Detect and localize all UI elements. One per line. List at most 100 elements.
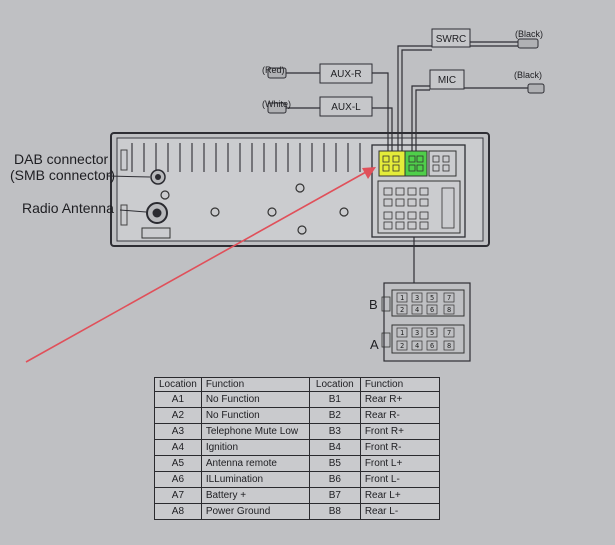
cell-function: Power Ground — [200, 503, 310, 520]
table-row: A3 Telephone Mute Low B3 Front R+ — [154, 423, 440, 440]
pin-a7: 7 — [447, 329, 451, 337]
cell-location: B3 — [308, 423, 361, 440]
cell-function: Battery + — [200, 487, 310, 504]
connector-a-label: A — [370, 337, 379, 352]
table-header-row: Location Function Location Function — [154, 377, 440, 392]
radio-antenna-label: Radio Antenna — [22, 200, 114, 216]
wires — [285, 41, 530, 283]
cell-function: No Function — [200, 391, 310, 408]
cell-location: A4 — [154, 439, 202, 456]
cell-location: B5 — [308, 455, 361, 472]
iso-connector-detail: 1 3 5 7 2 4 6 8 1 3 5 7 2 4 6 8 — [381, 282, 471, 362]
mic-label-box: MIC — [429, 69, 465, 90]
pin-function-table: Location Function Location Function A1 N… — [154, 377, 440, 520]
cell-function: Ignition — [200, 439, 310, 456]
swrc-label: SWRC — [436, 34, 467, 45]
table-row: A7 Battery + B7 Rear L+ — [154, 487, 440, 504]
cell-location: B7 — [308, 487, 361, 504]
table-row: A2 No Function B2 Rear R- — [154, 407, 440, 424]
pin-a1: 1 — [400, 329, 404, 337]
swrc-label-box: SWRC — [431, 28, 471, 48]
pin-b1: 1 — [400, 294, 404, 302]
cell-location: B1 — [308, 391, 361, 408]
table-row: A5 Antenna remote B5 Front L+ — [154, 455, 440, 472]
side-slot — [120, 149, 128, 171]
wire-plug-ends — [267, 38, 545, 114]
table-row: A4 Ignition B4 Front R- — [154, 439, 440, 456]
cell-location: B6 — [308, 471, 361, 488]
aux-r-label-box: AUX-R — [319, 63, 373, 84]
cell-function: Telephone Mute Low — [200, 423, 310, 440]
screw-hole — [295, 183, 305, 193]
cell-function: Front R- — [359, 439, 440, 456]
pin-b4: 4 — [415, 306, 419, 314]
white-wire-label: (White) — [262, 99, 291, 109]
cell-location: A1 — [154, 391, 202, 408]
table-row: A1 No Function B1 Rear R+ — [154, 391, 440, 408]
pin-b2: 2 — [400, 306, 404, 314]
cell-location: A5 — [154, 455, 202, 472]
table-row: A8 Power Ground B8 Rear L- — [154, 503, 440, 520]
cell-function: ILLumination — [200, 471, 310, 488]
cell-location: B4 — [308, 439, 361, 456]
cell-function: No Function — [200, 407, 310, 424]
cell-location: A7 — [154, 487, 202, 504]
smb-connector-label: (SMB connector) — [10, 167, 115, 183]
cell-location: A3 — [154, 423, 202, 440]
pin-b8: 8 — [447, 306, 451, 314]
red-wire-label: (Red) — [262, 65, 285, 75]
pin-b3: 3 — [415, 294, 419, 302]
header-function-b: Function — [359, 377, 440, 392]
cell-location: A2 — [154, 407, 202, 424]
cell-location: A8 — [154, 503, 202, 520]
header-location-a: Location — [154, 377, 202, 392]
screw-hole — [210, 207, 220, 217]
screw-hole — [297, 225, 307, 235]
header-location-b: Location — [308, 377, 361, 392]
header-function-a: Function — [200, 377, 310, 392]
table-row: A6 ILLumination B6 Front L- — [154, 471, 440, 488]
pin-a2: 2 — [400, 342, 404, 350]
pin-a8: 8 — [447, 342, 451, 350]
pin-a6: 6 — [430, 342, 434, 350]
pin-b7: 7 — [447, 294, 451, 302]
aux-r-label: AUX-R — [330, 69, 361, 80]
antenna-leader-line — [119, 209, 147, 213]
screw-hole — [160, 190, 170, 200]
pin-b6: 6 — [430, 306, 434, 314]
aux-l-label-box: AUX-L — [319, 96, 373, 117]
swrc-mic-connector-highlight — [404, 150, 428, 177]
connector-b-label: B — [369, 297, 378, 312]
mount-bracket — [141, 227, 171, 239]
cell-location: A6 — [154, 471, 202, 488]
aux-l-label: AUX-L — [331, 102, 361, 113]
pin-a4: 4 — [415, 342, 419, 350]
side-slot — [120, 204, 128, 226]
cell-function: Front L+ — [359, 455, 440, 472]
cell-location: B8 — [308, 503, 361, 520]
pin-a3: 3 — [415, 329, 419, 337]
aux-connector-highlight — [378, 150, 406, 177]
cell-location: B2 — [308, 407, 361, 424]
cell-function: Antenna remote — [200, 455, 310, 472]
screw-hole — [267, 207, 277, 217]
mic-label: MIC — [438, 75, 456, 86]
dab-leader-line — [107, 175, 151, 178]
cell-function: Front L- — [359, 471, 440, 488]
cell-function: Rear R- — [359, 407, 440, 424]
heatsink-fins — [131, 143, 361, 172]
screw-hole — [339, 207, 349, 217]
cell-function: Rear L- — [359, 503, 440, 520]
dab-connector-label: DAB connector — [14, 151, 108, 167]
connector-block — [371, 144, 466, 238]
annotation-arrow — [25, 167, 376, 363]
radio-antenna-socket — [146, 202, 168, 224]
cell-function: Rear R+ — [359, 391, 440, 408]
dab-connector — [150, 169, 166, 185]
black-swrc-wire-label: (Black) — [515, 29, 543, 39]
pin-a5: 5 — [430, 329, 434, 337]
head-unit-chassis — [110, 132, 490, 247]
cell-function: Front R+ — [359, 423, 440, 440]
black-mic-wire-label: (Black) — [514, 70, 542, 80]
cell-function: Rear L+ — [359, 487, 440, 504]
